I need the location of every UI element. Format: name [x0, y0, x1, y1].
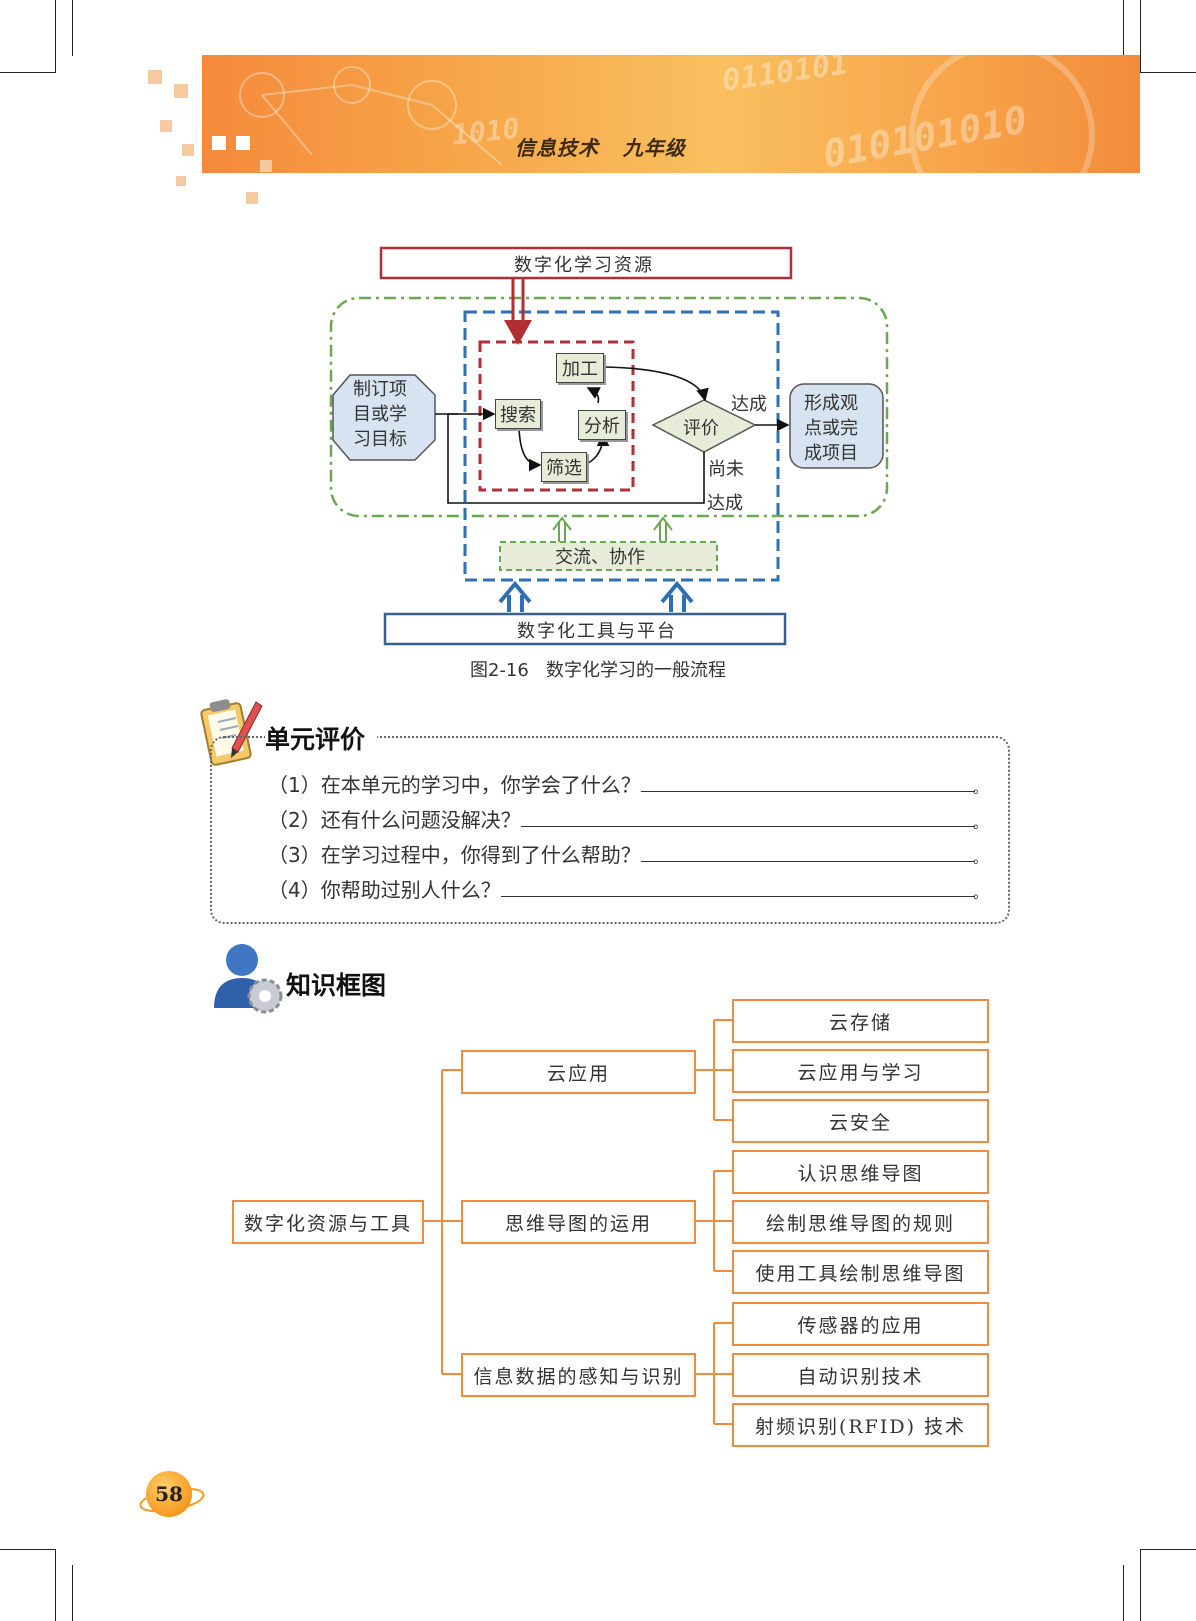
- crop-mark: [1140, 0, 1141, 72]
- resource-label: 数字化学习资源: [514, 255, 654, 276]
- tree-leaf: 传感器的应用: [732, 1302, 989, 1346]
- result-label: 形成观 点或完 成项目: [804, 393, 858, 464]
- tree-leaf: 云安全: [732, 1099, 989, 1143]
- knowledge-title: 知识框图: [286, 971, 387, 1000]
- decor-pixel: [212, 136, 226, 150]
- decor-pixel: [182, 144, 194, 156]
- answer-end-mark: 。: [973, 886, 987, 902]
- crop-mark: [55, 0, 56, 72]
- crop-mark: [1140, 1549, 1196, 1550]
- not-reached-label-2: 达成: [707, 493, 743, 514]
- analyze-node: 分析: [578, 410, 626, 440]
- tree-leaf: 射频识别(RFID) 技术: [732, 1403, 989, 1447]
- tree-branch: 云应用: [461, 1050, 696, 1094]
- filter-node: 筛选: [541, 452, 587, 482]
- crop-mark: [1123, 0, 1124, 56]
- tree-leaf: 绘制思维导图的规则: [732, 1200, 989, 1244]
- decor-pixel: [260, 160, 272, 172]
- evaluation-title: 单元评价: [265, 720, 378, 756]
- collab-arrows: [552, 516, 673, 543]
- answer-line-2[interactable]: [521, 826, 975, 827]
- goal-label: 制订项 目或学 习目标: [353, 379, 407, 450]
- answer-line-4[interactable]: [501, 896, 975, 897]
- platform-arrows: [498, 580, 694, 612]
- decor-pixel: [246, 192, 258, 204]
- question-4: （4）你帮助过别人什么？: [268, 878, 501, 902]
- question-1: （1）在本单元的学习中，你学会了什么？: [268, 773, 641, 797]
- decor-pixel: [174, 84, 188, 98]
- collab-label: 交流、协作: [555, 547, 645, 568]
- tree-branch: 思维导图的运用: [461, 1200, 696, 1244]
- answer-end-mark: 。: [973, 816, 987, 832]
- tree-leaf: 云应用与学习: [732, 1049, 989, 1093]
- header-banner: 0110101 010101010 1010: [202, 55, 1140, 173]
- page-number: 58: [146, 1471, 192, 1517]
- process-node: 加工: [556, 353, 604, 383]
- search-node: 搜索: [495, 399, 541, 429]
- crop-mark: [1140, 72, 1196, 73]
- resource-arrow: [504, 278, 532, 345]
- tree-leaf: 使用工具绘制思维导图: [732, 1250, 989, 1294]
- decor-pixel: [236, 136, 250, 150]
- not-reached-label: 尚未: [708, 459, 744, 480]
- crop-mark: [1140, 1549, 1141, 1621]
- blue-boundary: [463, 310, 780, 582]
- green-boundary: [329, 296, 889, 518]
- tree-leaf: 云存储: [732, 999, 989, 1043]
- crop-mark: [0, 1549, 56, 1550]
- crop-mark: [55, 1549, 56, 1621]
- crop-mark: [72, 0, 73, 56]
- crop-mark: [72, 1565, 73, 1621]
- decor-pixel: [160, 120, 172, 132]
- decor-pixel: [148, 70, 162, 84]
- platform-label: 数字化工具与平台: [517, 621, 677, 642]
- red-boundary: [478, 340, 635, 492]
- figure-caption: 图2-16 数字化学习的一般流程: [469, 660, 726, 681]
- answer-line-1[interactable]: [641, 791, 975, 792]
- goal-octagon: [332, 374, 436, 461]
- crop-mark: [0, 72, 56, 73]
- tree-branch: 信息数据的感知与识别: [461, 1353, 696, 1397]
- collab-box: [499, 541, 718, 571]
- answer-line-3[interactable]: [641, 861, 975, 862]
- crop-mark: [1123, 1565, 1124, 1621]
- banner-network-pattern: [239, 55, 1095, 173]
- tree-leaf: 自动识别技术: [732, 1353, 989, 1397]
- tree-leaf: 认识思维导图: [732, 1150, 989, 1194]
- answer-end-mark: 。: [973, 851, 987, 867]
- flow-diagram: [329, 246, 889, 646]
- decor-pixel: [176, 176, 186, 186]
- resource-box: [379, 246, 793, 280]
- platform-box: [383, 612, 787, 646]
- result-box: [789, 383, 884, 469]
- reached-label: 达成: [731, 394, 767, 415]
- user-gear-icon: [214, 944, 283, 1014]
- evaluation-box: [210, 736, 1010, 924]
- evaluate-label: 评价: [683, 418, 719, 439]
- header-title: 信息技术 九年级: [515, 136, 686, 160]
- answer-end-mark: 。: [973, 781, 987, 797]
- question-2: （2）还有什么问题没解决？: [268, 808, 521, 832]
- question-3: （3）在学习过程中，你得到了什么帮助？: [268, 843, 641, 867]
- tree-root: 数字化资源与工具: [232, 1200, 424, 1244]
